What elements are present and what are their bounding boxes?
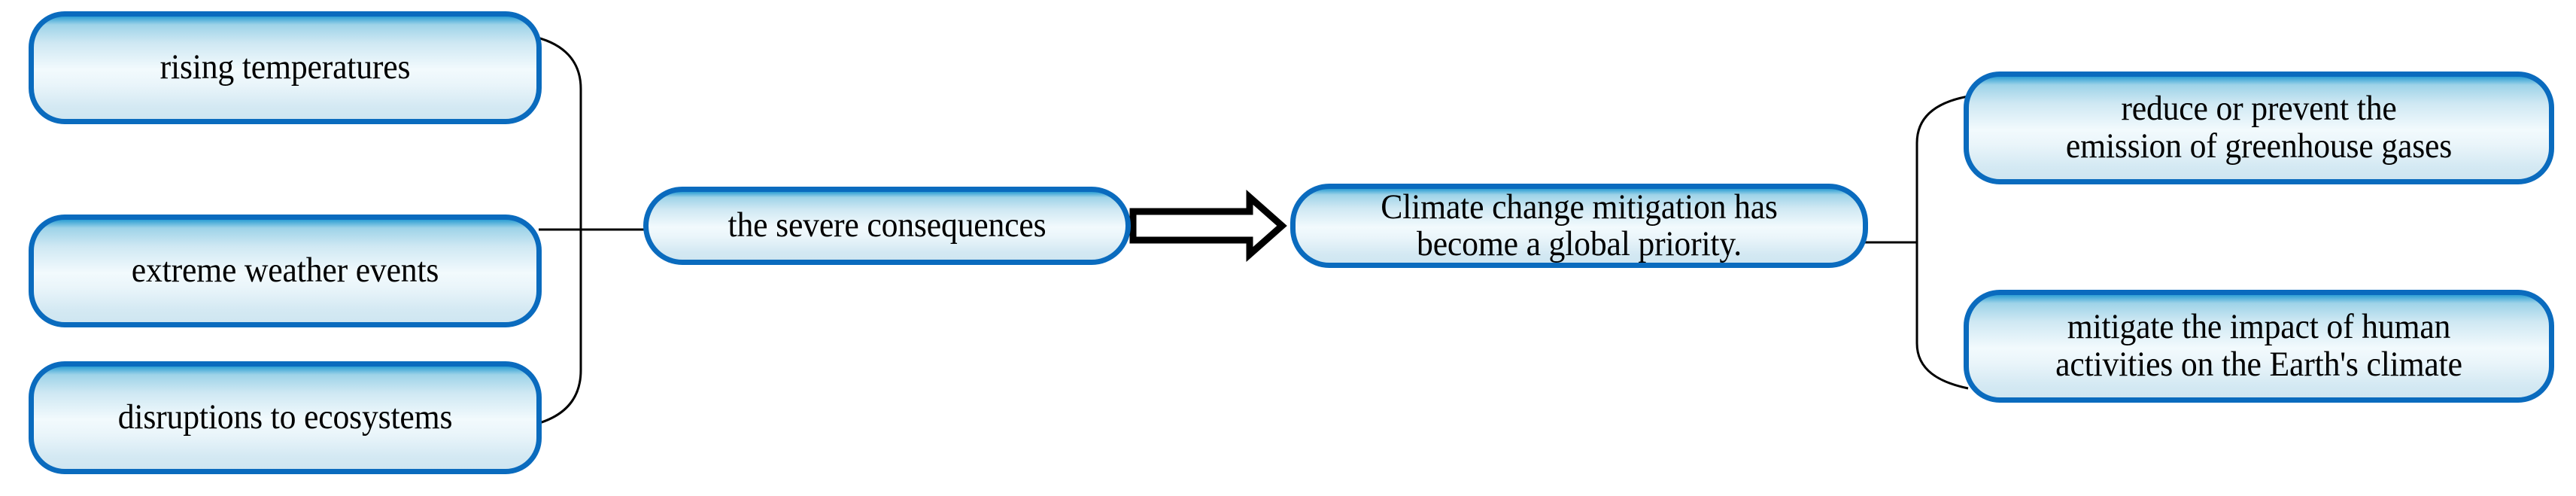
node-label: Climate change mitigation has become a g…: [1381, 187, 1778, 263]
node-label: rising temperatures: [159, 47, 411, 87]
right-bracket-curve-bottom: [1915, 342, 1969, 390]
node-extreme-weather-events[interactable]: extreme weather events: [29, 215, 542, 327]
node-mitigate-human-impact[interactable]: mitigate the impact of human activities …: [1964, 290, 2554, 403]
node-label: disruptions to ecosystems: [117, 397, 453, 437]
block-arrow-right: [1129, 190, 1287, 262]
node-label: the severe consequences: [728, 205, 1046, 245]
node-reduce-or-prevent-emissions[interactable]: reduce or prevent the emission of greenh…: [1964, 72, 2554, 184]
node-label: extreme weather events: [131, 251, 439, 291]
node-disruptions-to-ecosystems[interactable]: disruptions to ecosystems: [29, 361, 542, 474]
node-rising-temperatures[interactable]: rising temperatures: [29, 11, 542, 124]
node-climate-change-mitigation[interactable]: Climate change mitigation has become a g…: [1290, 184, 1868, 268]
left-bracket: [530, 35, 647, 427]
node-label: mitigate the impact of human activities …: [2055, 307, 2462, 384]
node-the-severe-consequences[interactable]: the severe consequences: [643, 187, 1131, 265]
right-bracket: [1864, 95, 1969, 390]
right-bracket-curve-top: [1915, 95, 1969, 144]
node-label: reduce or prevent the emission of greenh…: [2065, 89, 2453, 166]
